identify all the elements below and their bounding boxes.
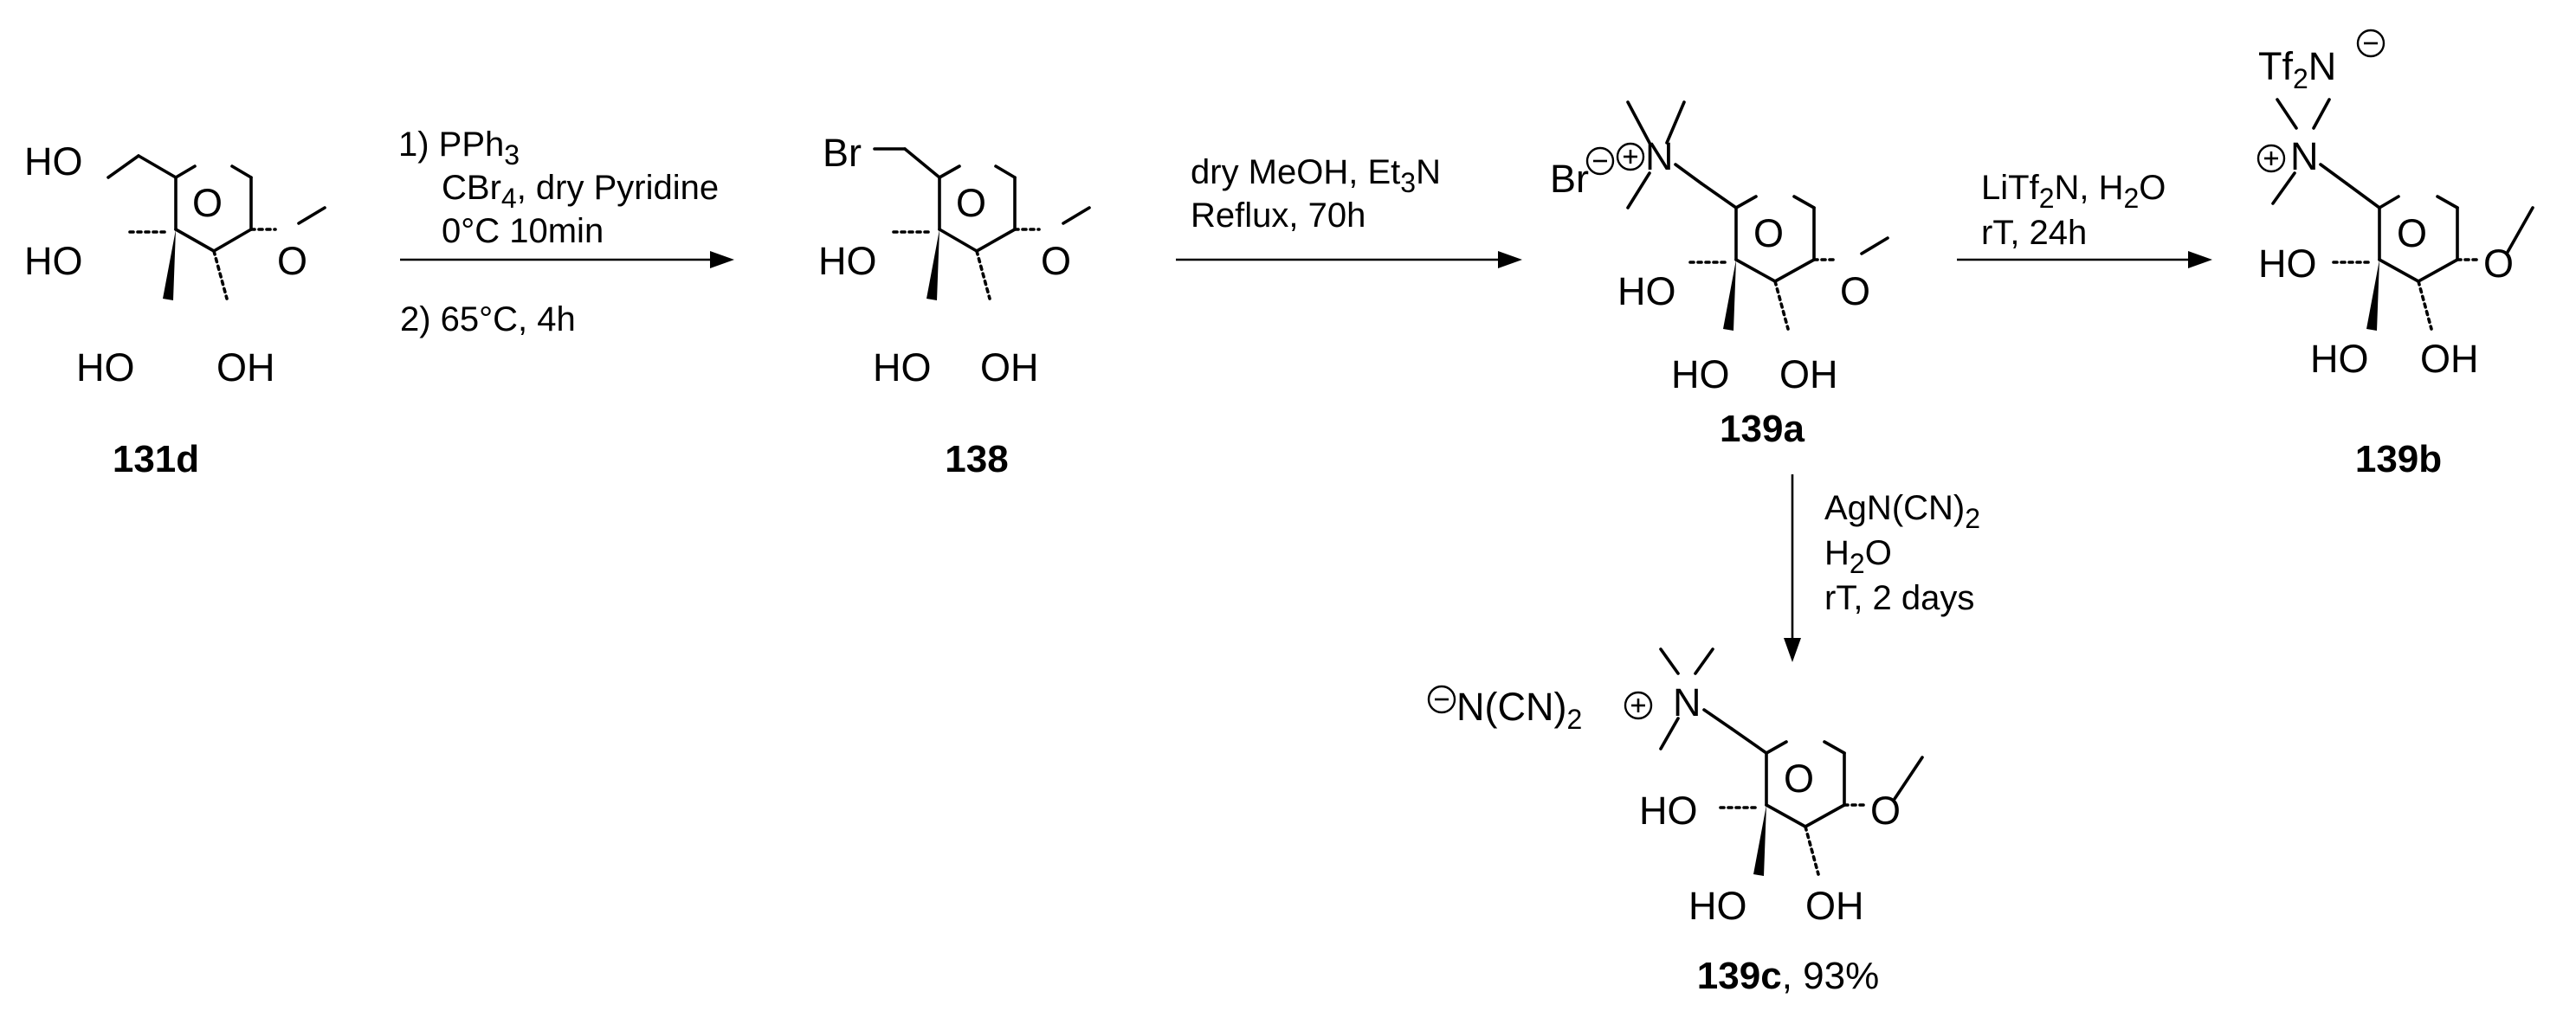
- atom-n: N: [1645, 134, 1674, 178]
- reaction-arrow-1: [400, 251, 734, 268]
- svg-text:rT, 2 days: rT, 2 days: [1824, 579, 1974, 617]
- atom-o: O: [1753, 211, 1784, 255]
- reaction-arrow-2: [1176, 251, 1522, 268]
- atom-ho: HO: [24, 239, 83, 283]
- atom-o: O: [192, 181, 223, 225]
- atom-ho: HO: [24, 139, 83, 184]
- compound-label-139c: 139c, 93%: [1697, 955, 1879, 997]
- positive-charge-icon: [1616, 142, 1645, 171]
- reaction-arrow-3: [1957, 251, 2212, 268]
- compound-139c: N(CN)2 N O HO O HO OH 139c, 93%: [1427, 647, 1924, 997]
- svg-text:2) 65°C, 4h: 2) 65°C, 4h: [400, 300, 576, 338]
- compound-label-139a: 139a: [1720, 408, 1804, 450]
- atom-n: N: [2290, 134, 2319, 178]
- atom-o: O: [1041, 239, 1071, 283]
- atom-oh: OH: [980, 345, 1039, 390]
- conditions-step-4: AgN(CN)2 H2O rT, 2 days: [1824, 489, 1980, 617]
- atom-o: O: [1870, 789, 1901, 833]
- svg-text:1) PPh3: 1) PPh3: [398, 126, 520, 171]
- atom-oh: OH: [1779, 352, 1838, 396]
- atom-ho: HO: [2258, 241, 2317, 286]
- svg-text:dry MeOH, Et3N: dry MeOH, Et3N: [1191, 153, 1441, 198]
- atom-o: O: [2397, 211, 2427, 255]
- compound-label-131d: 131d: [113, 438, 199, 480]
- svg-text:Reflux, 70h: Reflux, 70h: [1191, 196, 1365, 235]
- compound-131d: HO O HO O HO OH 131d: [24, 139, 326, 480]
- compound-139b: Tf2N N O HO O HO OH 139b: [2256, 29, 2534, 480]
- atom-o: O: [956, 181, 986, 225]
- svg-text:LiTf2N, H2O: LiTf2N, H2O: [1981, 169, 2166, 214]
- compound-label-139b: 139b: [2355, 438, 2442, 480]
- positive-charge-icon: [1624, 691, 1653, 720]
- negative-charge-icon: [1585, 146, 1615, 176]
- atom-n: N: [1673, 680, 1701, 724]
- positive-charge-icon: [2256, 144, 2286, 173]
- svg-text:rT, 24h: rT, 24h: [1981, 214, 2087, 252]
- atom-ho: HO: [818, 239, 877, 283]
- atom-br: Br: [823, 131, 862, 175]
- conditions-step-2: dry MeOH, Et3N Reflux, 70h: [1191, 153, 1441, 235]
- atom-oh: OH: [2420, 337, 2479, 381]
- svg-text:AgN(CN)2: AgN(CN)2: [1824, 489, 1980, 534]
- atom-ho: HO: [1639, 789, 1698, 833]
- atom-br: Br: [1550, 157, 1589, 201]
- atom-o: O: [2483, 241, 2514, 286]
- negative-charge-icon: [2356, 29, 2386, 58]
- svg-text:CBr4, dry Pyridine: CBr4, dry Pyridine: [442, 169, 719, 214]
- atom-o: O: [277, 239, 307, 283]
- atom-ho: HO: [873, 345, 932, 390]
- atom-ho: HO: [76, 345, 135, 390]
- atom-ho: HO: [1688, 884, 1747, 928]
- svg-text:0°C 10min: 0°C 10min: [442, 212, 604, 250]
- negative-charge-icon: [1427, 685, 1456, 714]
- svg-text:N(CN)2: N(CN)2: [1456, 685, 1582, 735]
- compound-139a: Br N O HO O HO OH 139a: [1550, 100, 1889, 450]
- conditions-step-3: LiTf2N, H2O rT, 24h: [1981, 169, 2166, 252]
- svg-text:Tf2N: Tf2N: [2258, 44, 2336, 94]
- atom-o: O: [1840, 269, 1870, 313]
- conditions-step-1: 1) PPh3 CBr4, dry Pyridine 0°C 10min 2) …: [398, 126, 719, 338]
- atom-oh: OH: [1805, 884, 1864, 928]
- atom-o: O: [1784, 757, 1814, 801]
- atom-oh: OH: [216, 345, 275, 390]
- svg-text:H2O: H2O: [1824, 534, 1892, 579]
- compound-label-138: 138: [945, 438, 1008, 480]
- atom-ho: HO: [2310, 337, 2369, 381]
- atom-ho: HO: [1671, 352, 1730, 396]
- compound-138: Br O HO O HO OH 138: [818, 131, 1091, 480]
- reaction-arrow-4: [1784, 474, 1801, 662]
- atom-ho: HO: [1617, 269, 1676, 313]
